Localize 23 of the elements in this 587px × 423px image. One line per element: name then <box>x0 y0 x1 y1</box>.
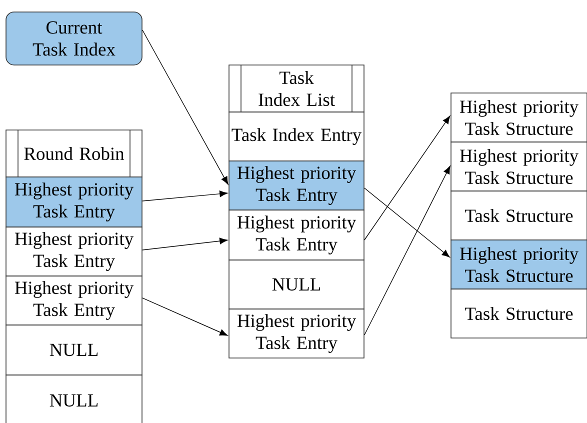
arrow <box>142 238 228 250</box>
arrow <box>142 30 228 185</box>
list-cell: Task Structure <box>450 190 587 240</box>
list-cell: NULL <box>6 324 142 376</box>
list-cell: Highest priority Task Entry <box>228 210 364 260</box>
list-cell: NULL <box>228 260 364 310</box>
arrow <box>142 298 228 336</box>
arrow <box>142 190 228 202</box>
list-cell: Highest priority Task Entry <box>6 226 142 276</box>
list-cell: Highest priority Task Structure <box>450 142 587 192</box>
index-box: Current Task Index <box>6 12 142 66</box>
highlighted-cell: Highest priority Task Structure <box>450 240 587 290</box>
list-cell: Task Structure <box>450 288 587 338</box>
highlighted-cell: Highest priority Task Entry <box>6 176 142 228</box>
list-header-cell: Task Index List <box>228 64 364 112</box>
arrow <box>364 188 450 258</box>
arrow <box>364 166 450 336</box>
list-cell: Highest priority Task Entry <box>228 308 364 358</box>
list-cell: NULL <box>6 374 142 423</box>
arrow <box>364 116 450 240</box>
list-cell: Highest priority Task Entry <box>6 276 142 326</box>
highlighted-cell: Highest priority Task Entry <box>228 160 364 210</box>
list-cell: Highest priority Task Structure <box>450 92 587 142</box>
